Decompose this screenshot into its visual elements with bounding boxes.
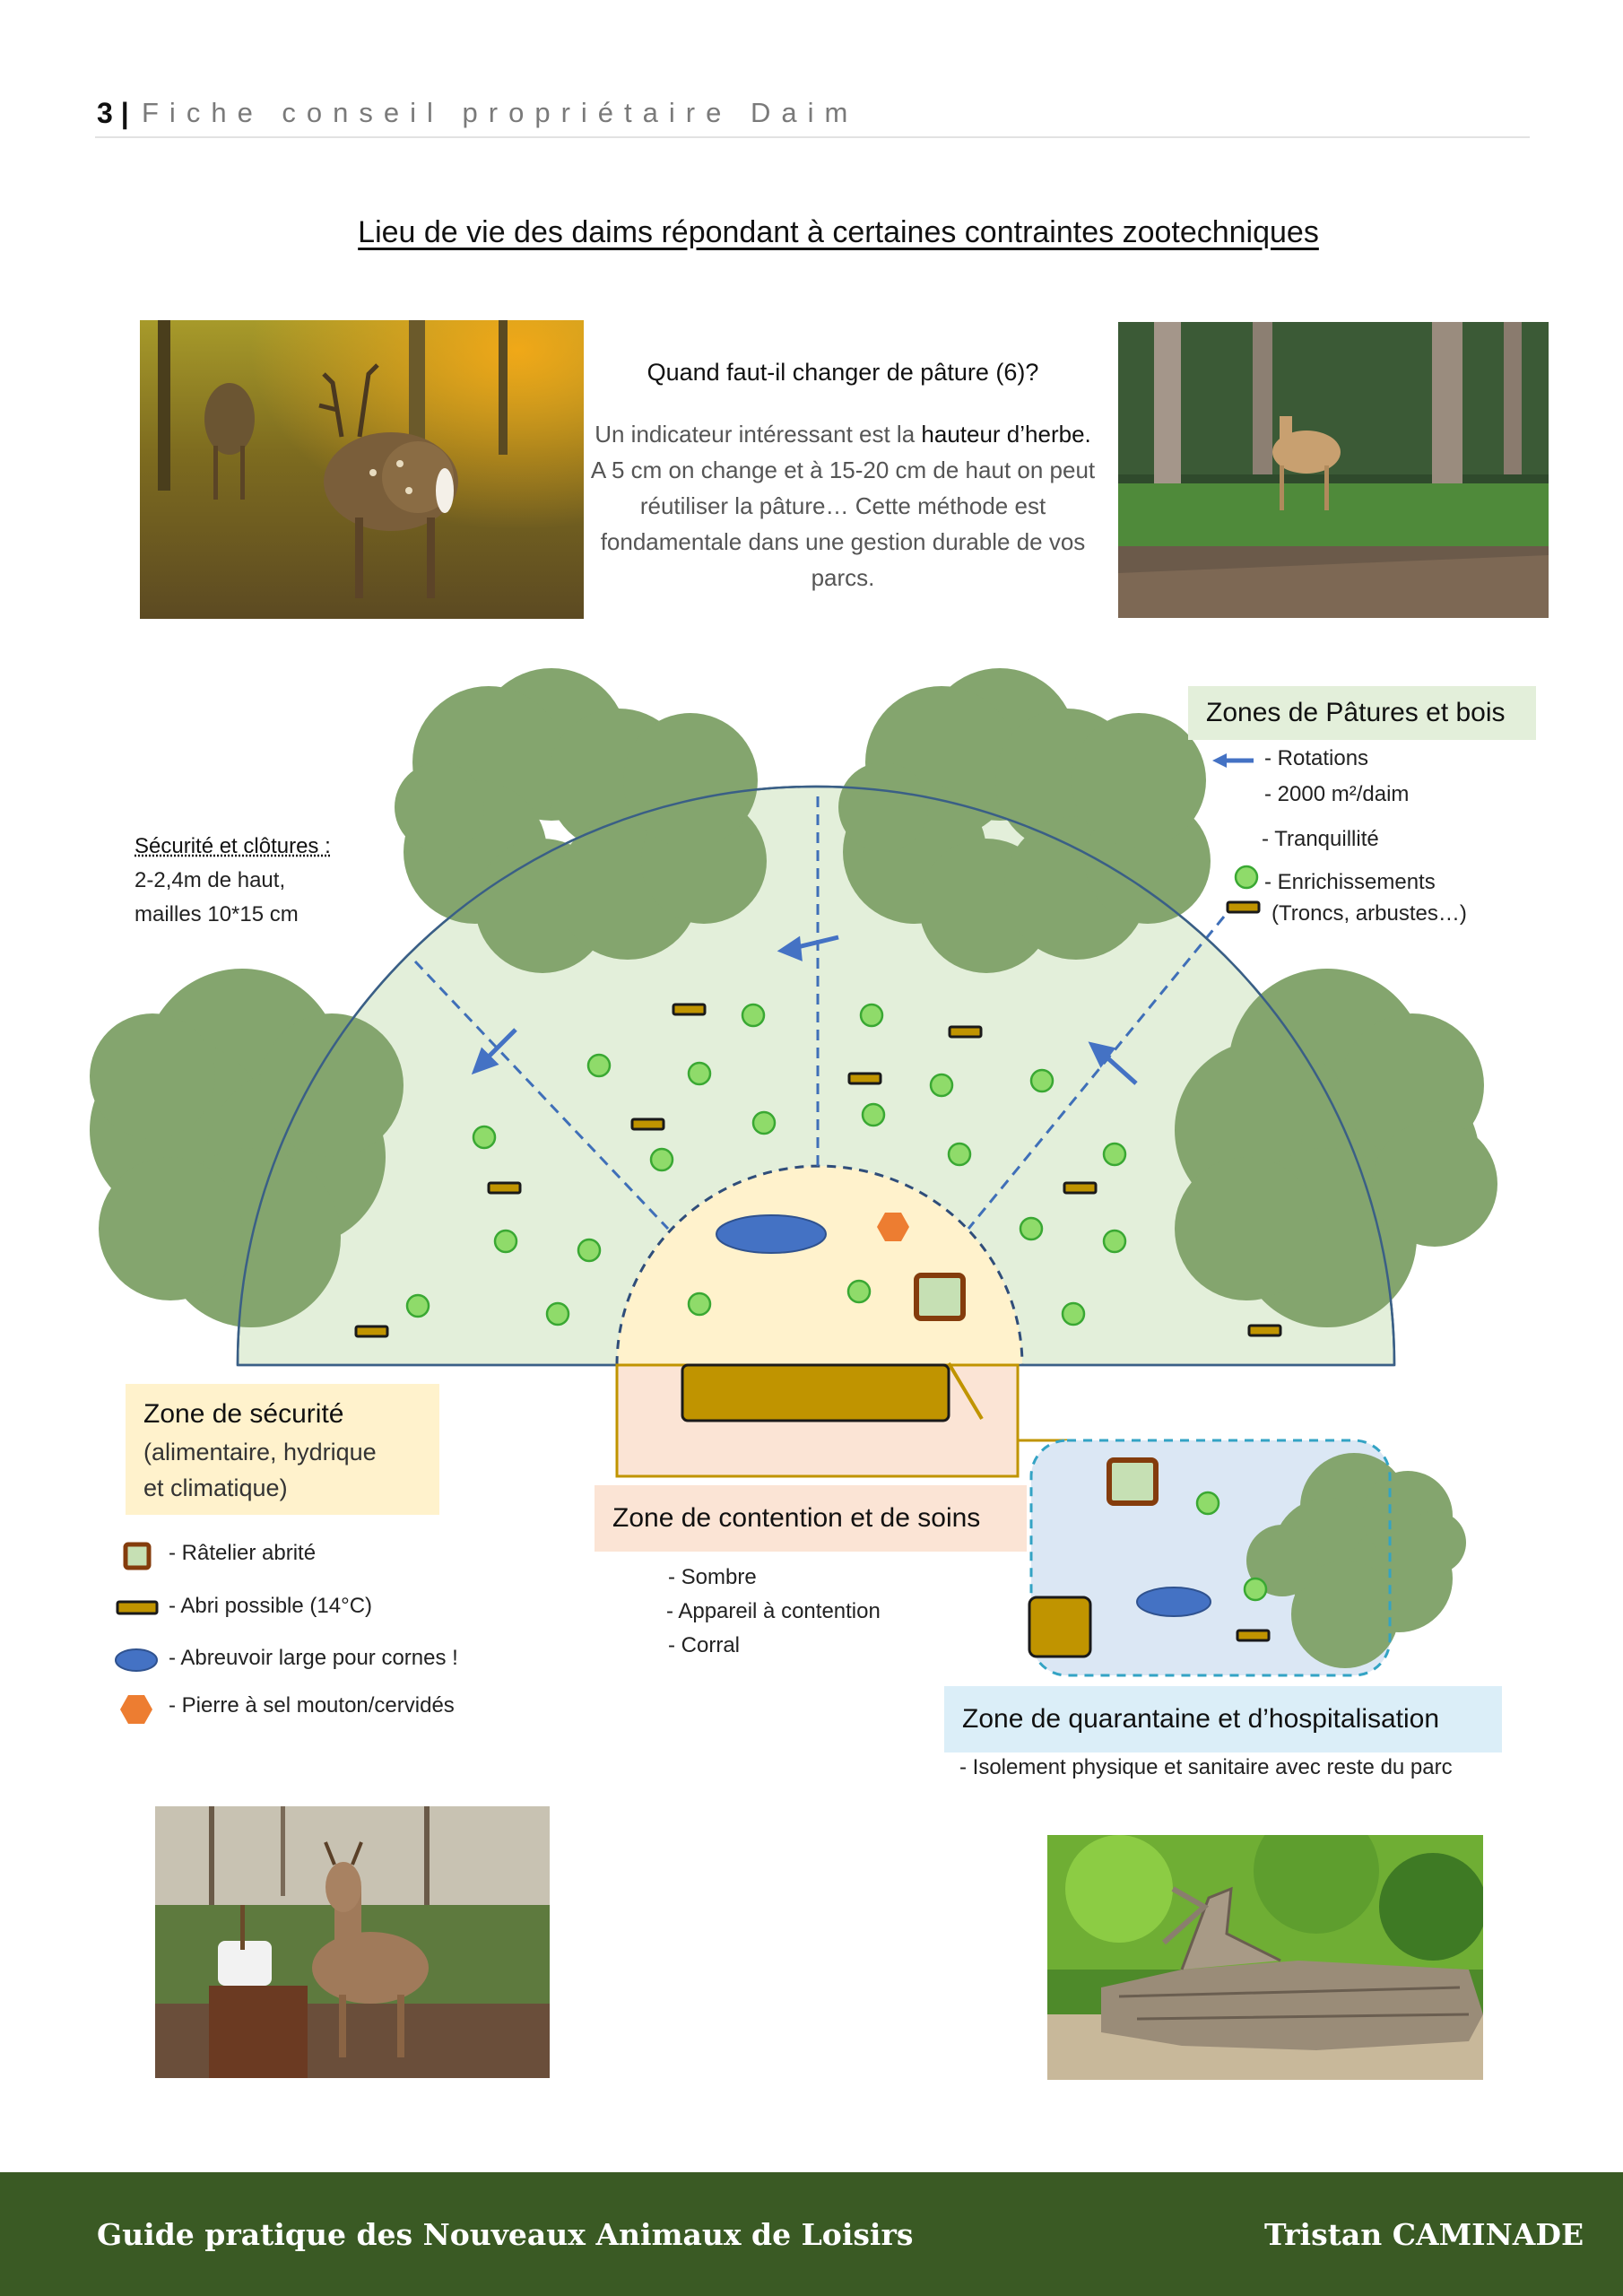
contention-item-corral: - Corral xyxy=(668,1633,741,1657)
security-fences-label: Sécurité et clôtures : 2-2,4m de haut, m… xyxy=(135,834,331,926)
water-trough-icon xyxy=(115,1648,158,1672)
contention-item-device: - Appareil à contention xyxy=(666,1599,881,1623)
footer-author: Tristan CAMINADE xyxy=(1264,2217,1584,2252)
page-number: 3 | xyxy=(97,97,129,129)
legend-water: - Abreuvoir large pour cornes ! xyxy=(169,1646,458,1670)
photo-deer-autumn xyxy=(140,320,584,619)
tree-top-right xyxy=(838,668,1211,973)
enrichment-dots xyxy=(405,1003,1127,1326)
pasture-item-enrichment: - Enrichissements xyxy=(1264,870,1436,894)
footer-guide-title: Guide pratique des Nouveaux Animaux de L… xyxy=(97,2217,914,2252)
footer-bar xyxy=(0,2172,1623,2296)
page-title: Lieu de vie des daims répondant à certai… xyxy=(358,215,1319,249)
contention-zone-title: Zone de contention et de soins xyxy=(595,1485,1027,1552)
header-divider xyxy=(95,136,1530,138)
log-icon xyxy=(1226,900,1261,914)
tree-top-left xyxy=(395,668,767,973)
log-shelters xyxy=(354,1003,1282,1338)
contention-item-dark: - Sombre xyxy=(668,1565,757,1589)
pasture-zone-title: Zones de Pâtures et bois xyxy=(1188,686,1536,740)
pasture-advice: Un indicateur intéressant est la hauteur… xyxy=(590,421,1096,591)
pasture-item-rotations: - Rotations xyxy=(1264,746,1369,770)
tree-quarantine xyxy=(1246,1453,1466,1668)
enrichment-dot-icon xyxy=(1234,865,1259,890)
rack-icon xyxy=(123,1542,152,1570)
header-title: Fiche conseil propriétaire Daim xyxy=(142,97,859,128)
shelter-icon xyxy=(116,1600,159,1615)
quarantine-zone-title: Zone de quarantaine et d’hospitalisation xyxy=(944,1686,1502,1752)
salt-stone xyxy=(877,1213,909,1241)
salt-stone-icon xyxy=(120,1695,152,1724)
legend-salt: - Pierre à sel mouton/cervidés xyxy=(169,1693,455,1718)
pasture-item-area: - 2000 m²/daim xyxy=(1264,782,1410,806)
legend-shelter: - Abri possible (14°C) xyxy=(169,1594,373,1618)
security-zone-label: Zone de sécurité (alimentaire, hydrique … xyxy=(126,1384,439,1515)
tree-left xyxy=(90,969,404,1327)
rotation-arrow-icon xyxy=(1212,753,1254,768)
photo-deer-salt-lick xyxy=(155,1806,550,2078)
pasture-question: Quand faut-il changer de pâture (6)? xyxy=(647,359,1039,386)
photo-deer-forest xyxy=(1118,322,1549,618)
water-trough xyxy=(716,1214,827,1254)
legend-rack: - Râtelier abrité xyxy=(169,1541,317,1565)
sheltered-rack xyxy=(914,1273,966,1321)
quarantine-item-isolation: - Isolement physique et sanitaire avec r… xyxy=(959,1755,1453,1779)
pasture-item-tranquility: - Tranquillité xyxy=(1262,827,1379,851)
pasture-item-enrichment-detail: (Troncs, arbustes…) xyxy=(1271,901,1467,926)
photo-fallen-trunk xyxy=(1047,1835,1483,2080)
tree-right xyxy=(1175,969,1497,1327)
shelter-bar xyxy=(681,1363,950,1422)
zoning-diagram xyxy=(90,668,1497,1677)
